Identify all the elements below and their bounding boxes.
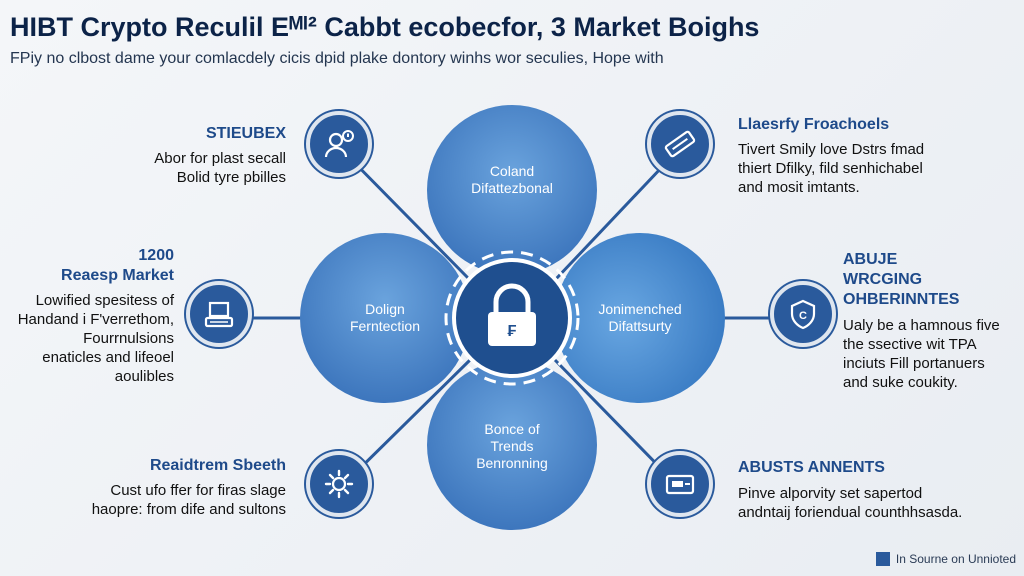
card-icon <box>665 474 695 495</box>
shield-icon: C <box>790 299 816 330</box>
petal-bottom-label: Bonce of Trends Benronning <box>476 421 548 471</box>
node-top-right <box>647 111 713 177</box>
footer-source: In Sourne on Unnioted <box>875 552 1016 566</box>
lock-icon: ₣ <box>488 283 536 346</box>
petal-top <box>427 105 597 275</box>
gear-icon <box>324 469 354 499</box>
tag-icon <box>664 130 696 158</box>
node-bottom-left <box>306 451 372 517</box>
petal-right <box>555 233 725 403</box>
source-logo-icon <box>875 552 890 566</box>
center-dashed-ring <box>444 250 580 386</box>
user-alert-icon <box>324 130 354 158</box>
panel-top-left: STIEUBEX Abor for plast secall Bolid tyr… <box>154 125 286 186</box>
panel-bottom-right: ABUSTS ANNENTS Pinve alporvity set saper… <box>738 459 963 521</box>
node-mid-left <box>186 281 252 347</box>
node-bottom-right <box>647 451 713 517</box>
page-subtitle: FPiy no clbost dame your comlacdely cici… <box>10 50 664 67</box>
petal-right-label: Jonimenched Difattsurty <box>598 301 682 334</box>
connector-top-left <box>338 146 472 282</box>
svg-text:₣: ₣ <box>508 323 517 340</box>
svg-text:C: C <box>799 310 807 322</box>
panel-mid-right: ABUJE WRCGING OHBERINNTES Ualy be a hamn… <box>843 251 1000 391</box>
petal-bottom <box>427 360 597 530</box>
petal-left-label: Dolign Ferntection <box>349 301 421 334</box>
panel-bottom-left: Reaidtrem Sbeeth Cust ufo ffer for firas… <box>91 457 286 518</box>
page-title: HIBT Crypto Reculil Eᴹᴵ² Cabbt ecobecfor… <box>10 12 760 42</box>
petal-left <box>300 233 470 403</box>
petal-top-label: Coland Difattezbonal <box>471 163 553 196</box>
panel-top-right: Llaesrfy Froachoels Tivert Smily love Ds… <box>738 116 925 196</box>
node-top-left <box>306 111 372 177</box>
panel-mid-left: 1200 Reaesp Market Lowified spesitess of… <box>17 247 174 385</box>
laptop-icon <box>204 301 234 328</box>
node-mid-right: C <box>770 281 836 347</box>
